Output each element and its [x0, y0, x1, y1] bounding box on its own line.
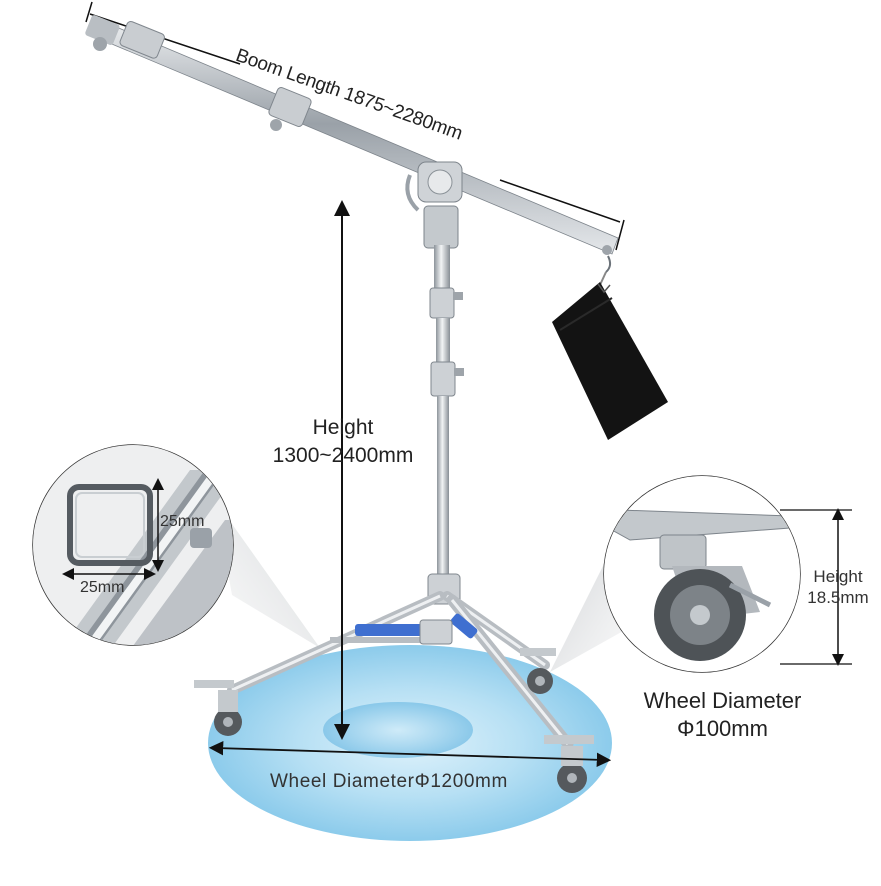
- wheel-height-title: Height: [813, 567, 863, 586]
- boom-dimension-tick-left: [85, 1, 93, 23]
- wheel-height-label: Height 18.5mm: [796, 566, 880, 608]
- wheel-height-value: 18.5mm: [807, 588, 869, 607]
- tube-side-vertical-label: 25mm: [160, 513, 205, 530]
- boom-arm: [85, 15, 619, 273]
- center-column: [427, 245, 464, 605]
- left-zoom-cone: [215, 500, 320, 648]
- tube-side-horizontal-label: 25mm: [80, 579, 125, 596]
- boom-dimension-tick-right: [615, 219, 625, 251]
- height-label: Height 1300~2400mm: [258, 414, 428, 470]
- wheel-detail-inset: [603, 475, 852, 673]
- wheel-diameter-title: Wheel Diameter: [643, 688, 802, 713]
- blue-leg-brace: [355, 624, 427, 636]
- wheel-diameter-label: Wheel Diameter Φ100mm: [630, 687, 815, 743]
- base-diameter-arrow: [208, 741, 612, 767]
- tube-detail-inset: [32, 444, 234, 646]
- wheel-diameter-value: Φ100mm: [677, 716, 768, 741]
- grip-head: [405, 161, 463, 249]
- boom-dimension-line: [89, 13, 241, 65]
- boom-dimension-line-end: [499, 179, 621, 223]
- base-footprint-inner: [323, 702, 473, 758]
- base-diameter-label: Wheel DiameterΦ1200mm: [270, 771, 508, 792]
- height-range: 1300~2400mm: [272, 444, 414, 467]
- sandbag: [552, 271, 668, 440]
- height-title: Height: [312, 416, 374, 439]
